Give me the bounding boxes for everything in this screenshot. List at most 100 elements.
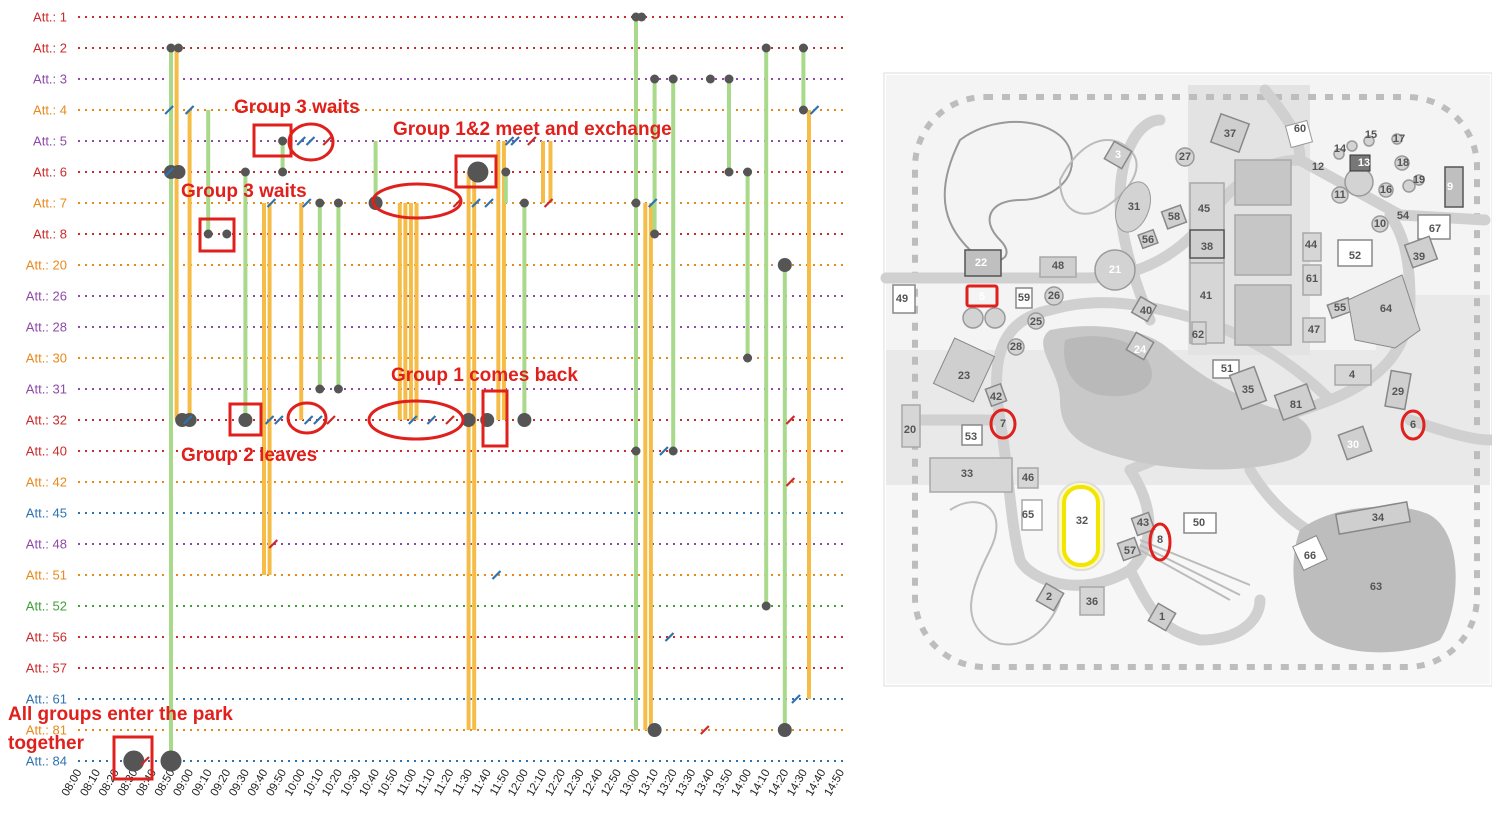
row-label: Att.: 42 xyxy=(26,475,67,490)
transition-dash xyxy=(408,415,418,425)
map-attraction-label: 42 xyxy=(990,391,1002,403)
transition-dash xyxy=(326,415,336,425)
transition-dash xyxy=(140,756,150,766)
map-attraction-label: 21 xyxy=(1109,264,1121,276)
row-label: Att.: 51 xyxy=(26,568,67,583)
map-attraction-label: 7 xyxy=(1000,418,1006,430)
map-attraction-label: 57 xyxy=(1124,545,1136,557)
map-attraction-label: 60 xyxy=(1294,123,1306,135)
transition-dash xyxy=(164,167,174,177)
map-attraction-label: 67 xyxy=(1429,223,1441,235)
map-attraction-label: 33 xyxy=(961,468,973,480)
map-attraction-label: 39 xyxy=(1413,251,1425,263)
map-attraction-label: 3 xyxy=(1115,149,1121,161)
map-attraction-label: 49 xyxy=(896,293,908,305)
map-attraction-label: 25 xyxy=(1030,316,1042,328)
visit-node xyxy=(173,43,183,53)
row-label: Att.: 61 xyxy=(26,692,67,707)
visit-node xyxy=(315,384,325,394)
row-label: Att.: 57 xyxy=(26,661,67,676)
transition-dash xyxy=(543,198,554,208)
map-attraction-label: 40 xyxy=(1140,305,1152,317)
map-attraction-label: 18 xyxy=(1397,157,1409,169)
map-attraction-label: 27 xyxy=(1179,151,1191,163)
annotation-all-enter-2: together xyxy=(8,733,85,754)
visit-node xyxy=(761,601,771,611)
annotation-group2-leaves: Group 2 leaves xyxy=(181,445,317,466)
map-attraction-label: 55 xyxy=(1334,302,1346,314)
map-attraction-label: 63 xyxy=(1370,581,1382,593)
row-label: Att.: 52 xyxy=(26,599,67,614)
map-attraction-label: 36 xyxy=(1086,596,1098,608)
transition-dash xyxy=(785,415,796,425)
row-label: Att.: 28 xyxy=(26,320,67,335)
map-attraction-label: 56 xyxy=(1142,234,1154,246)
visit-node xyxy=(461,413,476,427)
map-attraction-label: 35 xyxy=(1242,384,1254,396)
park-map: 1234567891011121314151617181920212223242… xyxy=(880,72,1492,687)
map-attraction-label: 34 xyxy=(1372,512,1385,524)
visit-node xyxy=(798,105,808,115)
map-attraction-label: 17 xyxy=(1393,133,1405,145)
map-attraction-label: 26 xyxy=(1048,290,1060,302)
annotation-group3-waits-mid: Group 3 waits xyxy=(181,181,307,202)
transition-dash xyxy=(659,446,669,456)
transition-dash xyxy=(504,136,515,146)
visit-node xyxy=(777,258,792,272)
transition-dash xyxy=(164,105,174,115)
map-attraction-label: 66 xyxy=(1304,550,1316,562)
map-attraction-label: 29 xyxy=(1392,386,1404,398)
transition-dash xyxy=(296,136,306,146)
visit-node xyxy=(743,167,753,177)
map-attraction-label: 1 xyxy=(1159,611,1165,623)
map-attraction-label: 44 xyxy=(1305,239,1318,251)
visit-node xyxy=(798,43,808,53)
transition-dash xyxy=(791,694,801,704)
map-attraction-label: 22 xyxy=(975,257,987,269)
row-label: Att.: 2 xyxy=(33,41,67,56)
transition-dash xyxy=(445,415,455,425)
transition-dash xyxy=(322,136,333,146)
map-attraction-label: 38 xyxy=(1201,241,1213,253)
map-highlights xyxy=(965,284,1426,562)
map-attraction-label: 15 xyxy=(1365,129,1377,141)
map-attraction-label: 65 xyxy=(1022,509,1034,521)
transition-dash xyxy=(305,136,316,146)
map-attraction-label: 41 xyxy=(1200,290,1212,302)
visit-node xyxy=(278,167,288,177)
annotation-box xyxy=(228,402,263,437)
row-label: Att.: 30 xyxy=(26,351,67,366)
transition-dash xyxy=(268,539,279,549)
row-label: Att.: 26 xyxy=(26,289,67,304)
row-label: Att.: 20 xyxy=(26,258,67,273)
visit-node xyxy=(333,384,343,394)
map-attraction-label: 16 xyxy=(1380,184,1392,196)
annotation-ellipse xyxy=(287,122,335,162)
map-attraction-label: 2 xyxy=(1046,591,1052,603)
map-attraction-label: 28 xyxy=(1010,341,1022,353)
annotation-shapes xyxy=(112,122,509,781)
annotation-box xyxy=(112,735,154,781)
visit-node xyxy=(724,167,734,177)
visit-node xyxy=(743,353,753,363)
row-label: Att.: 6 xyxy=(33,165,67,180)
train-track xyxy=(912,94,1480,670)
visit-node xyxy=(238,413,253,427)
visit-node xyxy=(705,74,715,84)
transition-dash xyxy=(785,477,796,487)
map-attraction-label: 6 xyxy=(1410,419,1416,431)
map-attraction-label: 46 xyxy=(1022,472,1034,484)
map-attraction-label: 8 xyxy=(1157,534,1163,546)
visit-node xyxy=(315,198,325,208)
transition-dash xyxy=(426,415,437,425)
map-attraction-label: 24 xyxy=(1134,344,1147,356)
visit-node xyxy=(333,198,343,208)
coaster-1 xyxy=(943,120,1073,262)
map-attraction-label: 62 xyxy=(1192,329,1204,341)
map-attraction-label: 54 xyxy=(1397,210,1410,222)
visit-node xyxy=(631,198,641,208)
visit-node xyxy=(631,446,641,456)
